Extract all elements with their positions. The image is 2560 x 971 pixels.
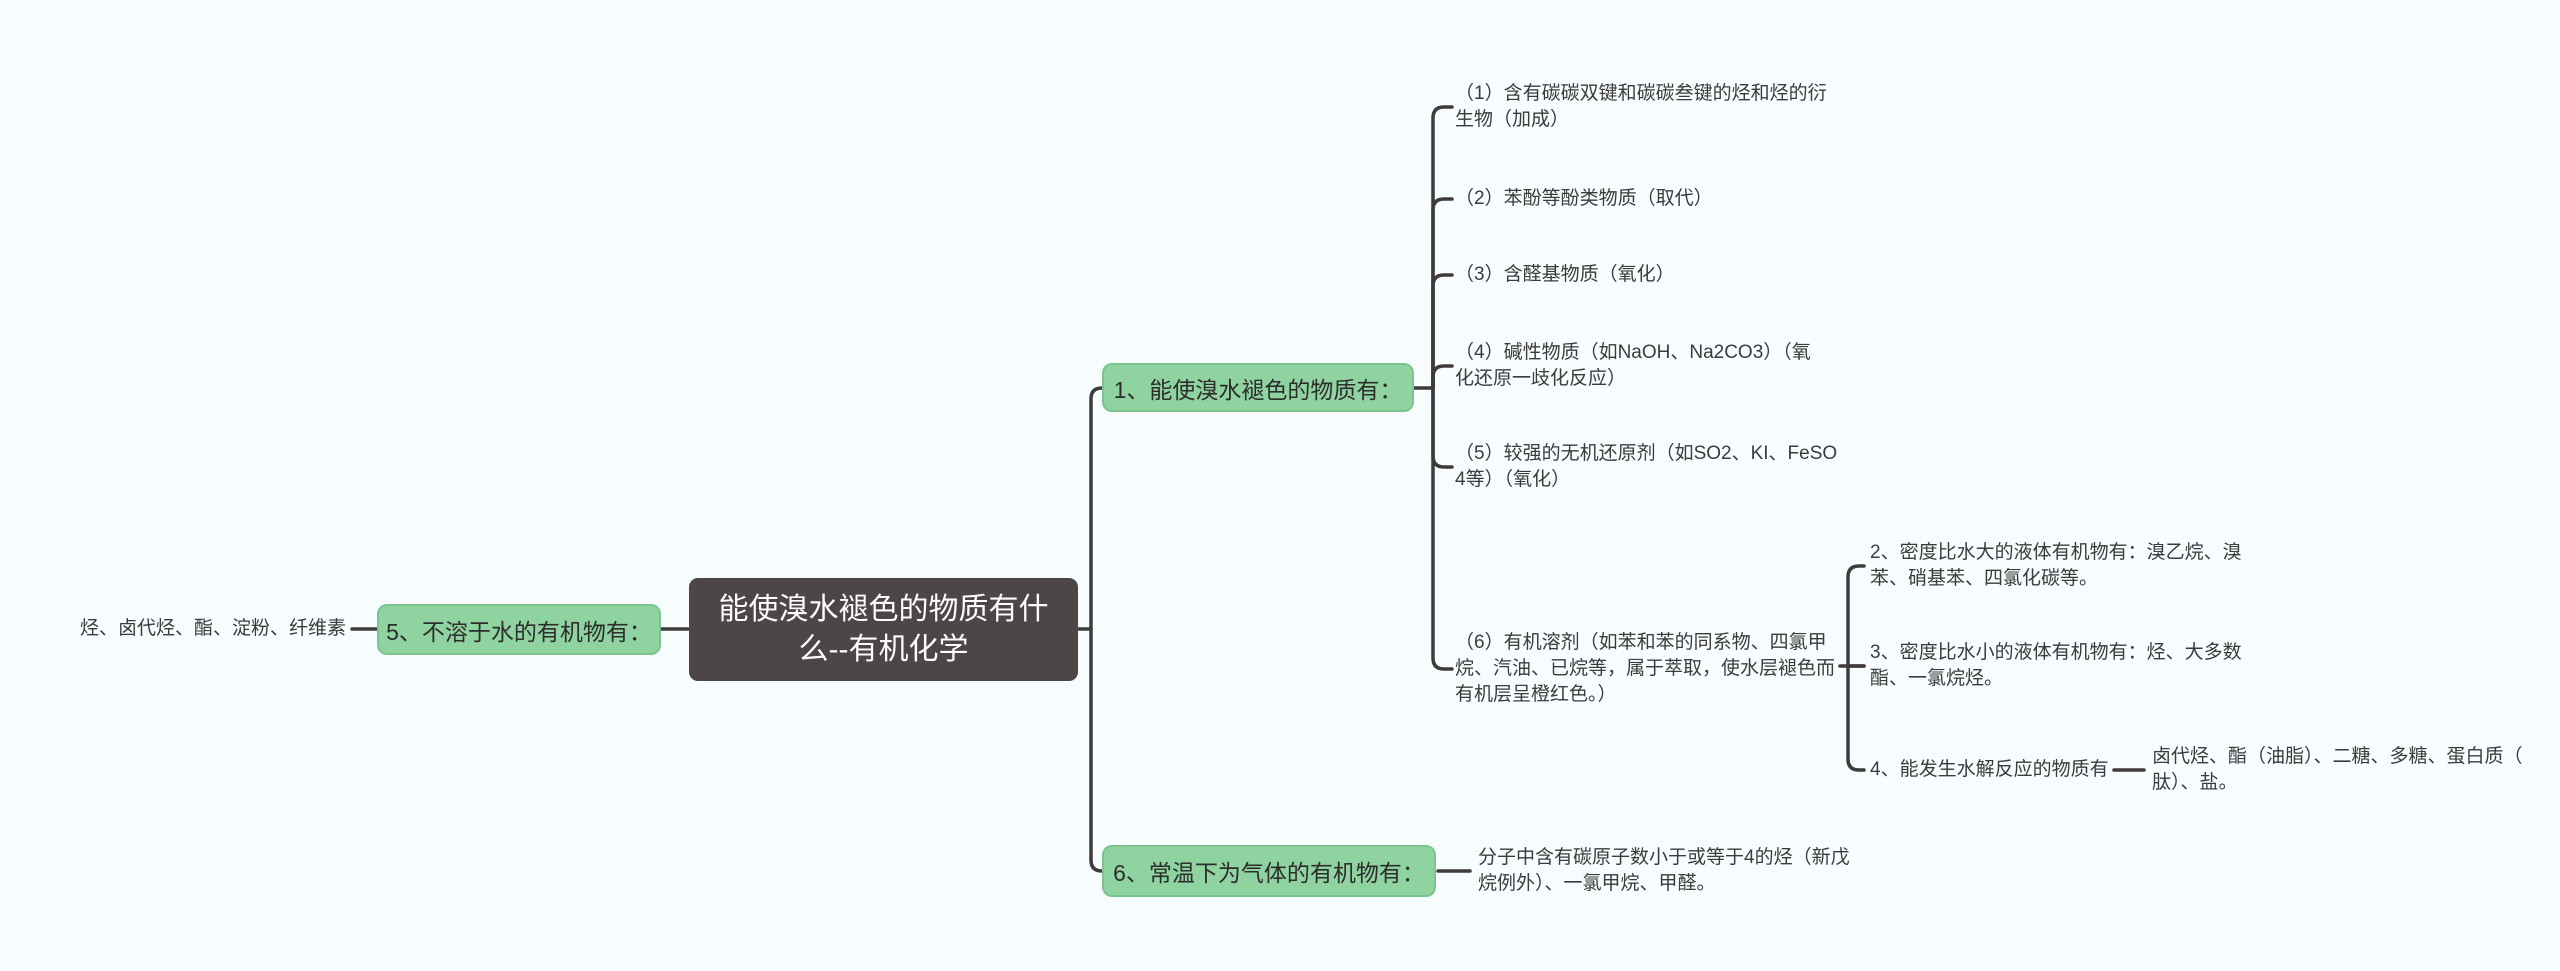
connector-subtrunk-hydrolysis — [1846, 664, 1866, 772]
leaf-insoluble-substances[interactable]: 烃、卤代烃、酯、淀粉、纤维素 — [80, 618, 347, 639]
leaf-item-6[interactable]: （6）有机溶剂（如苯和苯的同系物、四氯甲 烷、汽油、已烷等，属于萃取，使水层褪色… — [1455, 632, 1836, 705]
leaf-density-less[interactable]: 3、密度比水小的液体有机物有：烃、大多数 酯、一氯烷烃。 — [1870, 642, 2242, 689]
branch-bromine-decolorize-topic[interactable]: 1、能使溴水褪色的物质有： — [1102, 363, 1414, 412]
leaf-density-greater[interactable]: 2、密度比水大的液体有机物有：溴乙烷、溴 苯、硝基苯、四氯化碳等。 — [1870, 542, 2242, 589]
leaf-item-2[interactable]: （2）苯酚等酚类物质（取代） — [1455, 188, 1713, 209]
connector-trunk-branch6 — [1089, 627, 1107, 873]
leaf-gaseous-substances[interactable]: 分子中含有碳原子数小于或等于4的烃（新戊 烷例外）、一氯甲烷、甲醛。 — [1478, 847, 1850, 894]
leaf-item-3[interactable]: （3）含醛基物质（氧化） — [1455, 264, 1675, 285]
root-topic[interactable]: 能使溴水褪色的物质有什 么--有机化学 — [689, 578, 1078, 681]
branch-gaseous-topic[interactable]: 6、常温下为气体的有机物有： — [1102, 845, 1436, 897]
connector-trunk-branch1 — [1089, 386, 1107, 631]
connector-branch1-item2 — [1431, 197, 1454, 390]
leaf-item-1[interactable]: （1）含有碳碳双键和碳碳叁键的烃和烃的衍 生物（加成） — [1455, 83, 1827, 130]
leaf-hydrolysis-substances[interactable]: 卤代烃、酯（油脂）、二糖、多糖、蛋白质（ 肽）、盐。 — [2152, 746, 2523, 793]
branch-insoluble-topic[interactable]: 5、不溶于水的有机物有： — [377, 604, 661, 655]
leaf-item-5[interactable]: （5）较强的无机还原剂（如SO2、KI、FeSO 4等）（氧化） — [1455, 443, 1838, 490]
connector-branch1-item3 — [1431, 273, 1454, 390]
leaf-item-4[interactable]: （4）碱性物质（如NaOH、Na2CO3）（氧 化还原一歧化反应） — [1455, 342, 1811, 389]
connector-branch1-item1 — [1431, 105, 1454, 390]
leaf-hydrolysis-topic[interactable]: 4、能发生水解反应的物质有 — [1870, 759, 2109, 780]
connector-subtrunk-density-greater — [1846, 564, 1866, 668]
connector-branch1-item6 — [1431, 386, 1454, 671]
connector-branch1-item4 — [1431, 364, 1454, 390]
connector-branch1-item5 — [1431, 386, 1454, 469]
